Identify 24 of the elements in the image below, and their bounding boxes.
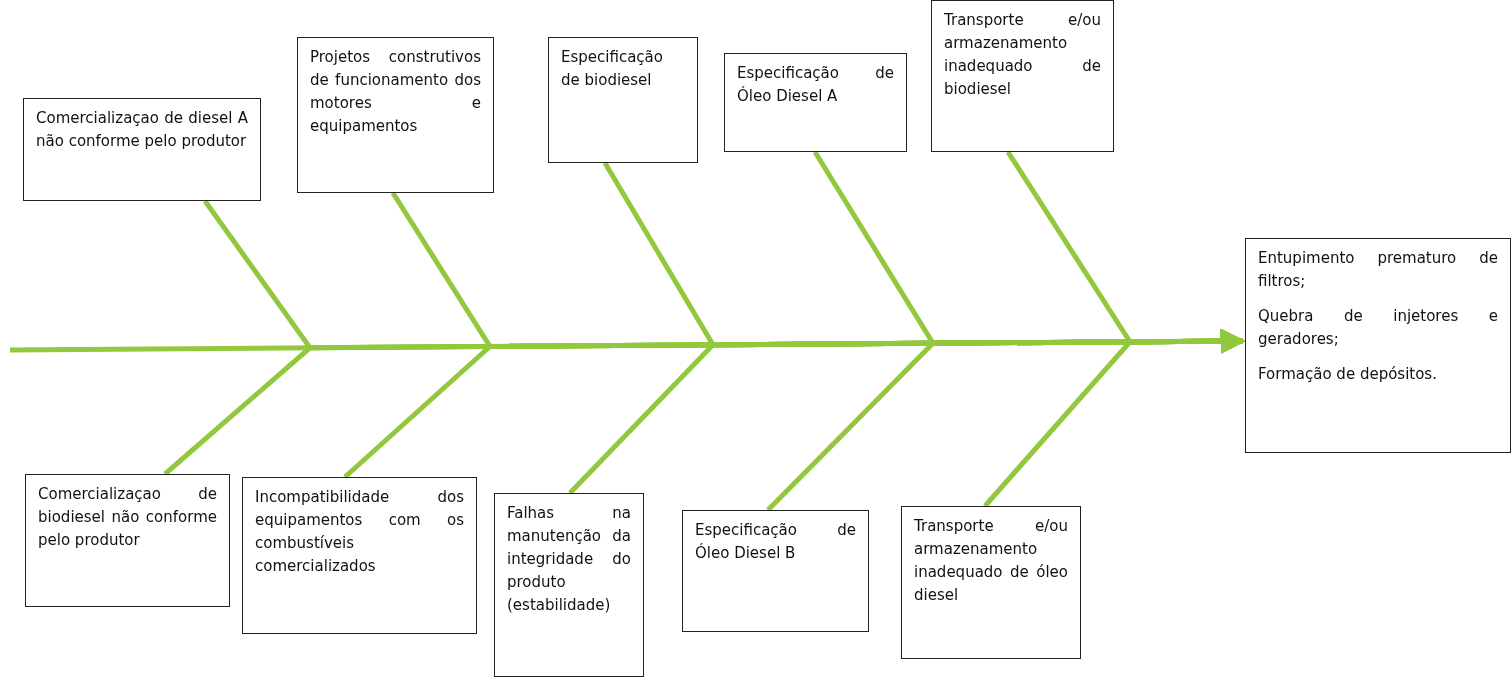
effect-text: Formação de depósitos.	[1258, 364, 1438, 385]
cause-text: Comercializaçao de diesel A não conforme pelo produtor	[36, 108, 248, 152]
cause-text: Falhas na manutenção da integridade do produto (estabilidade)	[507, 503, 631, 616]
cause-box	[901, 506, 1081, 659]
cause-box	[724, 53, 907, 152]
cause-text: Especificação de Óleo Diesel B	[695, 520, 856, 564]
effect-text: Entupimento prematuro de filtros;	[1258, 248, 1498, 292]
cause-box	[25, 474, 230, 607]
cause-box	[548, 37, 698, 163]
cause-box	[242, 477, 477, 634]
cause-box	[682, 510, 869, 632]
cause-text: Comercializaçao de biodiesel não conforme pelo produtor	[38, 484, 217, 551]
effect-text: Quebra de injetores e geradores;	[1258, 306, 1498, 350]
cause-box	[494, 493, 644, 677]
cause-text: Especificação de Óleo Diesel A	[737, 63, 894, 107]
cause-text: Especificação de biodiesel	[561, 47, 664, 91]
cause-text: Projetos construtivos de funcionamento dos motores e equipamentos	[310, 47, 481, 137]
cause-text: Transporte e/ou armazenamento inadequado de biodiesel	[944, 10, 1101, 100]
cause-box	[931, 0, 1114, 152]
cause-box	[23, 98, 261, 201]
effect-box	[1245, 238, 1511, 453]
cause-text: Incompatibilidade dos equipamentos com os combustíveis comercializados	[255, 487, 464, 577]
cause-text: Transporte e/ou armazenamento inadequado de óleo diesel	[914, 516, 1068, 606]
cause-box	[297, 37, 494, 193]
